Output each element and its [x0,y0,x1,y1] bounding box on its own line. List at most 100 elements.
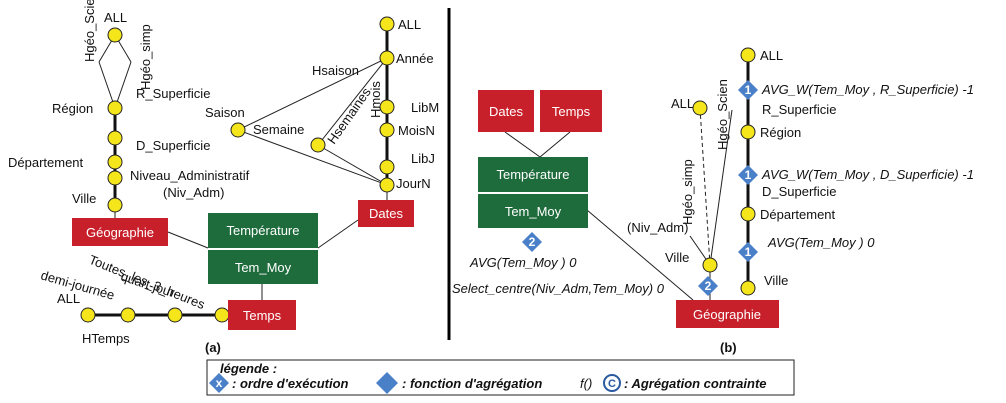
label-semaine: Semaine [253,122,304,137]
edge-simp-region [114,61,132,109]
b-temps-label: Temps [552,104,591,119]
b-node-ville-left [702,257,718,273]
b-ville: Ville [764,273,788,288]
node-d-superficie [107,170,123,186]
b-node-all-left [692,100,708,116]
b-r-superficie: R_Superficie [762,102,836,117]
fact-box-title [208,213,318,248]
temps-box [228,300,296,330]
legend-order-text: : ordre d'exécution [232,376,349,391]
b-d-superficie: D_Superficie [762,184,836,199]
b-fact-title-box [478,157,588,192]
b-diamond-fact-num: 2 [529,235,536,249]
b-h-simp: Hgéo_simp [680,159,695,225]
label-dates-all: ALL [398,17,421,32]
node-libj [379,159,395,175]
node-departement [107,154,123,170]
b-region: Région [760,125,801,140]
legend-frame [206,359,795,396]
b-chain-all: ALL [760,48,783,63]
b-fact-measure: Tem_Moy [505,204,562,219]
label-moisn: MoisN [398,123,435,138]
node-time-all [80,307,96,323]
node-region [107,100,123,116]
label-niv-adm-2: (Niv_Adm) [163,185,224,200]
label-r-superficie: R_Superficie [136,86,210,101]
label-saison: Saison [205,105,245,120]
dates-box-label: Dates [369,206,403,221]
b-fact-measure-box [478,194,588,228]
legend-f-paren: f() [580,376,592,391]
legend-title: légende : [220,361,277,376]
b-f3: AVG(Tem_Moy ) 0 [767,235,875,250]
temps-box-label: Temps [243,308,282,323]
node-semaine [310,137,326,153]
node-annee [379,50,395,66]
b-diamond-2-num: 1 [745,168,752,182]
legend-constraint-text: : Agrégation contrainte [624,376,767,391]
b-geography-box [676,300,779,328]
node-moisn [379,122,395,138]
fact-title-label: Température [227,223,300,238]
edge-b-temps-fact [539,131,571,158]
edge-saison-journ [237,129,388,186]
edge-scien-region [98,61,116,109]
label-departement: Département [8,155,84,170]
b-dates-label: Dates [489,104,523,119]
b-diamond-ville [698,276,718,296]
label-annee: Année [396,51,434,66]
b-geography-label: Géographie [693,307,761,322]
b-h-scien: Hgéo_Scien [715,79,730,150]
b-temps-box [540,90,602,132]
edge-annee-semaine [317,57,388,146]
caption-b: (b) [720,340,737,355]
b-diamond-3 [738,242,758,262]
b-select-label: Select_centre(Niv_Adm,Tem_Moy) 0 [452,281,665,296]
caption-a: (a) [205,340,221,355]
b-diamond-3-num: 1 [745,245,752,259]
b-node-region [740,124,756,140]
label-niv-adm-1: Niveau_Administratif [130,168,250,183]
b-diamond-2 [738,165,758,185]
b-fact-title: Température [497,167,570,182]
label-region: Région [52,101,93,116]
b-node-departement [740,206,756,222]
b-f2: AVG_W(Tem_Moy , D_Superficie) -1 [761,167,974,182]
edge-b-dates-fact [504,131,541,158]
edge-geo-fact [167,231,209,249]
legend-order-symbol: x [216,376,223,390]
node-geo-all [107,27,123,43]
label-hmois: Hmois [368,81,383,118]
edge-fact-dates [317,219,359,249]
edge-b-all-ville-dashed [699,107,711,266]
label-d-superficie: D_Superficie [136,138,210,153]
edge-b-fact-geo [586,209,694,301]
node-ville [107,197,123,213]
label-hsaison: Hsaison [312,63,359,78]
edge-annee-saison [237,57,388,131]
label-h-scien: Hgéo_Scien [82,0,97,62]
fact-measure-label: Tem_Moy [235,260,292,275]
b-all-left: ALL [671,96,694,111]
b-diamond-ville-num: 2 [705,279,712,293]
label-journ: JourN [396,176,431,191]
b-node-ville [740,280,756,296]
b-diamond-1-num: 1 [745,83,752,97]
legend-agg-text: : fonction d'agrégation [402,376,542,391]
node-dates-all [379,16,395,32]
b-ville-left: Ville [665,250,689,265]
b-avg-label: AVG(Tem_Moy ) 0 [469,255,577,270]
edge-b-region-ville [709,109,733,266]
label-h-simp: Hgéo_simp [138,24,153,90]
b-dates-box [478,90,534,132]
b-departement: Département [760,207,836,222]
b-f1: AVG_W(Tem_Moy , R_Superficie) -1 [761,82,974,97]
node-quart-jour [167,307,183,323]
node-r-superficie [107,130,123,146]
fact-box-measure [208,250,318,284]
node-saison [230,122,246,138]
b-node-all [740,47,756,63]
label-htemps: HTemps [82,331,130,346]
panel-a: ALL Hgéo_Scien Hgéo_simp R_Superficie Ré… [8,0,439,355]
